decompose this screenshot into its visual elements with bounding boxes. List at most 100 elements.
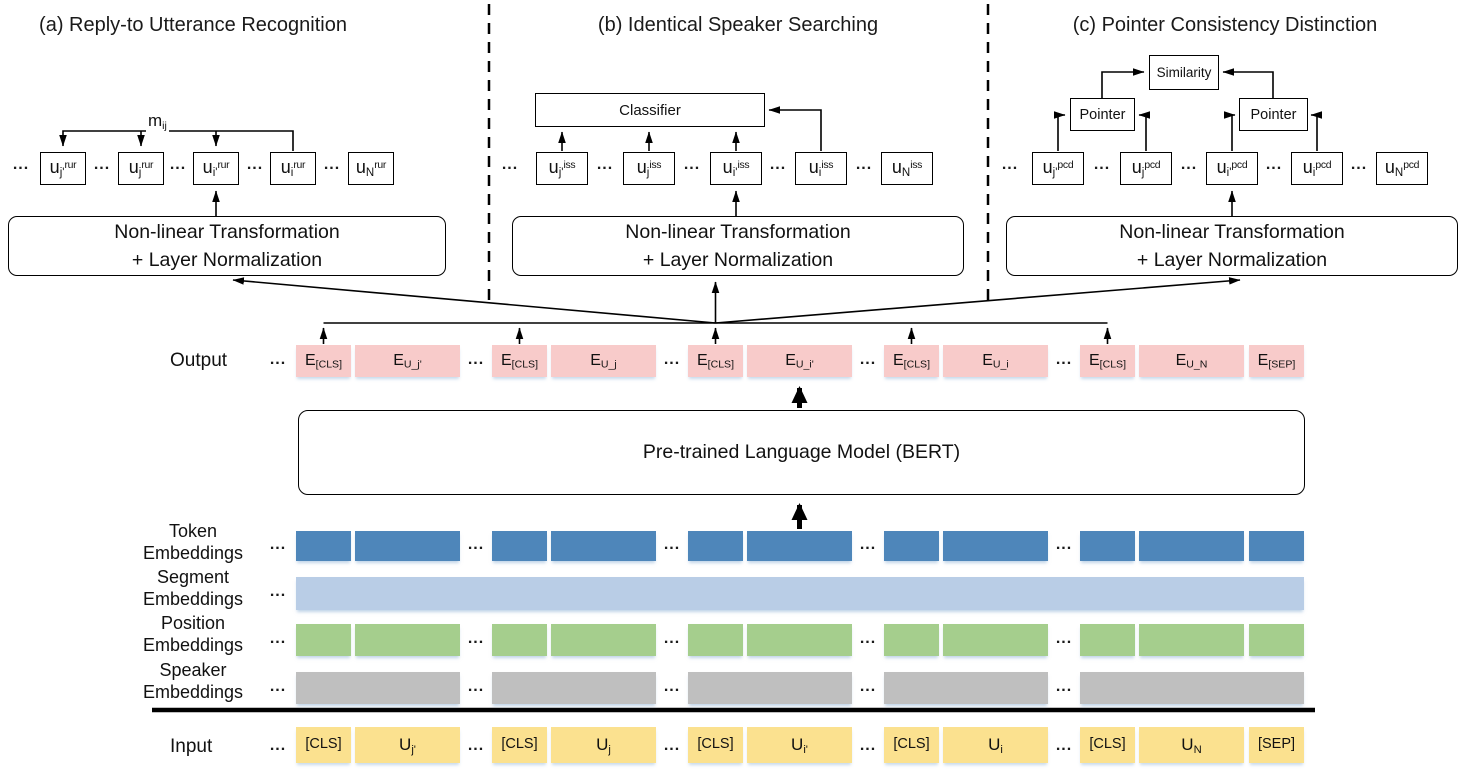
unit-box-c-1: uj'pcd bbox=[1032, 152, 1084, 185]
output-token-box-8: EU_i bbox=[943, 345, 1048, 377]
label-sup: iss bbox=[563, 160, 576, 172]
unit-box-c-2: ujpcd bbox=[1120, 152, 1172, 185]
token-bar bbox=[1080, 531, 1135, 561]
nl-line2: + Layer Normalization bbox=[1136, 249, 1328, 271]
label-base: U bbox=[596, 734, 609, 754]
input-token-box-6: Ui' bbox=[747, 727, 852, 763]
label-sup: rur bbox=[374, 160, 387, 172]
input-token-box-8: Ui bbox=[943, 727, 1048, 763]
ellipsis: ... bbox=[663, 351, 681, 368]
label-sub: U_j bbox=[600, 358, 617, 371]
output-token-box-11: E[SEP] bbox=[1249, 345, 1304, 377]
input-row-label: Input bbox=[170, 736, 213, 757]
label-sub: j bbox=[138, 167, 142, 180]
label-base: m bbox=[148, 111, 163, 130]
label-sub: i bbox=[1312, 167, 1316, 180]
position-bar bbox=[688, 624, 743, 656]
label-sub: ij bbox=[162, 120, 167, 133]
label-sub: j bbox=[1141, 167, 1145, 180]
ellipsis: ... bbox=[269, 583, 287, 600]
label-sup: pcd bbox=[1144, 160, 1161, 172]
label-base: E bbox=[393, 351, 404, 369]
unit-box-a-3: ui'rur bbox=[193, 152, 239, 185]
label-base: u bbox=[202, 157, 213, 178]
position-bar bbox=[1249, 624, 1304, 656]
label-base: U bbox=[791, 734, 804, 754]
output-token-box-1: E[CLS] bbox=[296, 345, 351, 377]
label-sub: i' bbox=[732, 167, 738, 180]
label-sub: N bbox=[365, 167, 375, 180]
position-bar bbox=[943, 624, 1048, 656]
token-bar bbox=[943, 531, 1048, 561]
label-base: U bbox=[1181, 734, 1194, 754]
label-base: U bbox=[399, 734, 412, 754]
unit-box-a-1: uj'rur bbox=[40, 152, 86, 185]
section-a-title: (a) Reply-to Utterance Recognition bbox=[39, 14, 347, 36]
label-sup: rur bbox=[217, 160, 230, 172]
speaker-bar bbox=[492, 672, 656, 704]
label-sub: j bbox=[608, 743, 611, 756]
speaker-bar bbox=[884, 672, 1048, 704]
label-line1: Position bbox=[160, 613, 226, 633]
position-bar bbox=[551, 624, 656, 656]
pointer-box-right: Pointer bbox=[1239, 98, 1308, 131]
token-bar bbox=[1139, 531, 1244, 561]
position-bar bbox=[747, 624, 852, 656]
label-base: u bbox=[1384, 157, 1395, 178]
label-line2: Embeddings bbox=[142, 682, 244, 702]
ellipsis: ... bbox=[663, 737, 681, 754]
label-base: [CLS] bbox=[305, 736, 342, 753]
ellipsis: ... bbox=[663, 630, 681, 647]
label-sub: U_i' bbox=[795, 358, 814, 371]
ellipsis: ... bbox=[1093, 156, 1111, 173]
label-sub: U_j' bbox=[403, 358, 422, 371]
label-base: E bbox=[590, 351, 601, 369]
label-base: E bbox=[1257, 351, 1269, 369]
position-bar bbox=[355, 624, 460, 656]
label-sup: iss bbox=[821, 160, 834, 172]
label-sub: [CLS] bbox=[903, 358, 931, 371]
label-line2: Embeddings bbox=[142, 543, 244, 563]
label-base: E bbox=[1175, 351, 1187, 369]
ellipsis: ... bbox=[323, 156, 341, 173]
ellipsis: ... bbox=[596, 156, 614, 173]
output-token-box-6: EU_i' bbox=[747, 345, 852, 377]
ellipsis: ... bbox=[769, 156, 787, 173]
label-sup: pcd bbox=[1403, 160, 1420, 172]
label-sub: U_N bbox=[1186, 358, 1208, 371]
label-line2: Embeddings bbox=[142, 589, 244, 609]
label-sub: [CLS] bbox=[511, 358, 539, 371]
label-base: u bbox=[808, 157, 819, 178]
label-sub: [CLS] bbox=[1099, 358, 1127, 371]
unit-box-c-5: uNpcd bbox=[1376, 152, 1428, 185]
token-bar bbox=[551, 531, 656, 561]
label-base: u bbox=[49, 157, 60, 178]
ellipsis: ... bbox=[1180, 156, 1198, 173]
label-base: [CLS] bbox=[1089, 736, 1126, 753]
label-sub: j bbox=[646, 167, 650, 180]
ellipsis: ... bbox=[1350, 156, 1368, 173]
label-sup: rur bbox=[293, 160, 306, 172]
segment-bar bbox=[296, 577, 1304, 610]
token-bar bbox=[296, 531, 351, 561]
position-bar bbox=[296, 624, 351, 656]
label-base: u bbox=[1131, 157, 1142, 178]
label-sub: U_i bbox=[992, 358, 1009, 371]
unit-box-b-5: uNiss bbox=[881, 152, 933, 185]
mask-weight-label: mij bbox=[146, 111, 169, 133]
nonlinear-transform-box-c: Non-linear Transformation+ Layer Normali… bbox=[1006, 216, 1458, 276]
ellipsis: ... bbox=[269, 737, 287, 754]
label-sub: i bbox=[818, 167, 822, 180]
input-token-box-1: [CLS] bbox=[296, 727, 351, 763]
label-sup: pcd bbox=[1315, 160, 1332, 172]
label-sub: i bbox=[1000, 743, 1003, 756]
label-base: E bbox=[1088, 351, 1100, 369]
ellipsis: ... bbox=[663, 678, 681, 695]
ellipsis: ... bbox=[269, 536, 287, 553]
bert-box: Pre-trained Language Model (BERT) bbox=[298, 410, 1305, 495]
label-base: [CLS] bbox=[697, 736, 734, 753]
label-base: [SEP] bbox=[1257, 736, 1296, 753]
